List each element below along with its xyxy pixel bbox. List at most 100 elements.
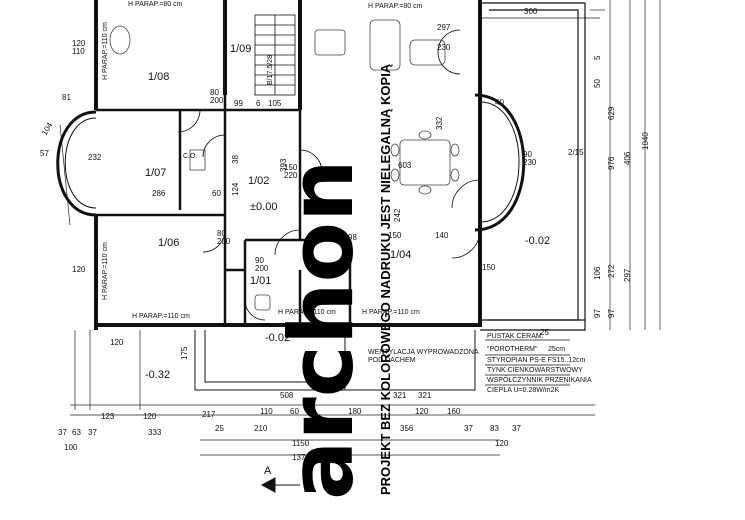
dim: 150 bbox=[388, 231, 402, 240]
dim: 150 bbox=[284, 163, 298, 172]
dim: 200 bbox=[217, 237, 231, 246]
dim: 40 bbox=[495, 98, 504, 107]
dim: 232 bbox=[88, 153, 102, 162]
dim: 217 bbox=[202, 410, 216, 419]
legend-line-5: WSPÓŁCZYNNIK PRZENIKANIA bbox=[487, 375, 592, 384]
right-bay-window bbox=[474, 93, 526, 232]
dim: 297 bbox=[437, 23, 451, 32]
dim: 81 bbox=[62, 93, 71, 102]
dim: 37 bbox=[512, 424, 521, 433]
dim: 97 bbox=[593, 309, 602, 318]
dim: 100 bbox=[64, 443, 78, 452]
interior-walls bbox=[96, 95, 352, 325]
dim: 106 bbox=[593, 266, 602, 280]
dim: 6 bbox=[256, 99, 261, 108]
sill-label-left-lower: H PARAP.=110 cm bbox=[102, 242, 109, 300]
watermark-line: PROJEKT BEZ KOLOROWEGO NADRUKU JEST NIEL… bbox=[378, 63, 393, 495]
dim: 629 bbox=[607, 106, 616, 120]
legend-line-2: "POROTHERM" bbox=[487, 346, 538, 353]
left-bay-window bbox=[56, 110, 97, 217]
dim: 200 bbox=[210, 96, 224, 105]
dim: 976 bbox=[607, 156, 616, 170]
dim: 150 bbox=[482, 263, 496, 272]
dim: 105 bbox=[268, 99, 282, 108]
dim: 37 bbox=[88, 428, 97, 437]
room-label-106: 1/06 bbox=[158, 237, 179, 249]
dimension-labels: 300 297 230 120 110 50 629 976 406 1040 … bbox=[40, 7, 650, 462]
dim: 120 bbox=[143, 412, 157, 421]
dim: 333 bbox=[148, 428, 162, 437]
vent-note: WENTYLACJA WYPROWADZONA bbox=[368, 349, 479, 356]
dim: 406 bbox=[623, 151, 632, 165]
porch-outline bbox=[194, 330, 476, 391]
dim: 90 bbox=[255, 256, 264, 265]
dim: 1040 bbox=[641, 132, 650, 150]
level-outside: -0.32 bbox=[145, 369, 170, 381]
dim: 603 bbox=[398, 161, 412, 170]
terrace-outline bbox=[480, 2, 586, 331]
dim: 37 bbox=[464, 424, 473, 433]
roof-note: POD DACHEM bbox=[368, 357, 416, 364]
dim: 242 bbox=[393, 208, 402, 222]
dim: 98 bbox=[348, 233, 357, 242]
dim: 286 bbox=[152, 189, 166, 198]
living-sofas bbox=[314, 19, 446, 71]
watermark-brand: archon bbox=[270, 159, 373, 500]
sill-label-bottom-left: H PARAP.=110 cm bbox=[132, 313, 190, 320]
dim: 120 bbox=[110, 338, 124, 347]
dim: 38 bbox=[231, 155, 240, 164]
sill-label-top-mid: H PARAP.=80 cm bbox=[368, 3, 423, 10]
dim: 25 bbox=[540, 328, 549, 337]
dim: 210 bbox=[254, 424, 268, 433]
dim: 60 bbox=[290, 407, 299, 416]
dim: 321 bbox=[418, 391, 432, 400]
sill-label-left-upper: H PARAP.=110 cm bbox=[102, 22, 109, 80]
door-swings bbox=[177, 29, 481, 321]
dim: 99 bbox=[234, 99, 243, 108]
dim: 180 bbox=[348, 407, 362, 416]
room-label-104: 1/04 bbox=[390, 249, 411, 261]
room-label-107: 1/07 bbox=[145, 167, 166, 179]
dim: 25 bbox=[215, 424, 224, 433]
dim: 63 bbox=[72, 428, 81, 437]
legend-line-3: STYROPIAN PS-E FS15..12cm bbox=[487, 357, 586, 364]
sill-label-bottom-mid: H PARAP.=110 cm bbox=[278, 309, 336, 316]
dim: 1370 bbox=[292, 453, 310, 462]
dim: 325 bbox=[318, 231, 332, 240]
dim: 160 bbox=[447, 407, 461, 416]
level-floor: ±0.00 bbox=[250, 201, 277, 213]
dim: 90 bbox=[523, 150, 532, 159]
legend-line-4: TYNK CIENKOWARSTWOWY bbox=[487, 367, 583, 374]
dim: 80 bbox=[210, 88, 219, 97]
dim: 123 bbox=[101, 412, 115, 421]
dim: 356 bbox=[400, 424, 414, 433]
dim: 508 bbox=[280, 391, 294, 400]
dim: 175 bbox=[180, 346, 189, 360]
dim: 37 bbox=[58, 428, 67, 437]
dim: 124 bbox=[231, 182, 240, 196]
dim: 393 bbox=[279, 158, 288, 172]
sill-label-bottom-mid2: H PARAP.=110 cm bbox=[362, 309, 420, 316]
dim: 97 bbox=[607, 309, 616, 318]
dimension-lines bbox=[59, 0, 661, 456]
dining-table bbox=[390, 130, 460, 195]
room-label-109: 1/09 bbox=[230, 43, 251, 55]
dim: 297 bbox=[623, 268, 632, 282]
co-label: C.O. bbox=[183, 153, 197, 160]
staircase bbox=[254, 14, 296, 96]
room-label-108: 1/08 bbox=[148, 71, 169, 83]
dim: 80 bbox=[217, 229, 226, 238]
dim: 120 bbox=[72, 39, 86, 48]
section-marker bbox=[260, 477, 300, 493]
dim: 220 bbox=[284, 171, 298, 180]
dim: 110 bbox=[260, 407, 273, 416]
dim: 120 bbox=[495, 439, 509, 448]
room-label-102: 1/02 bbox=[248, 175, 269, 187]
legend-line-6: CIEPŁA U=0.28W/m2K bbox=[487, 387, 560, 394]
legend-line-2b: 25cm bbox=[548, 346, 565, 353]
dim: 2/15 bbox=[568, 148, 584, 157]
dim: 50 bbox=[593, 79, 602, 88]
dim: 83 bbox=[490, 424, 499, 433]
